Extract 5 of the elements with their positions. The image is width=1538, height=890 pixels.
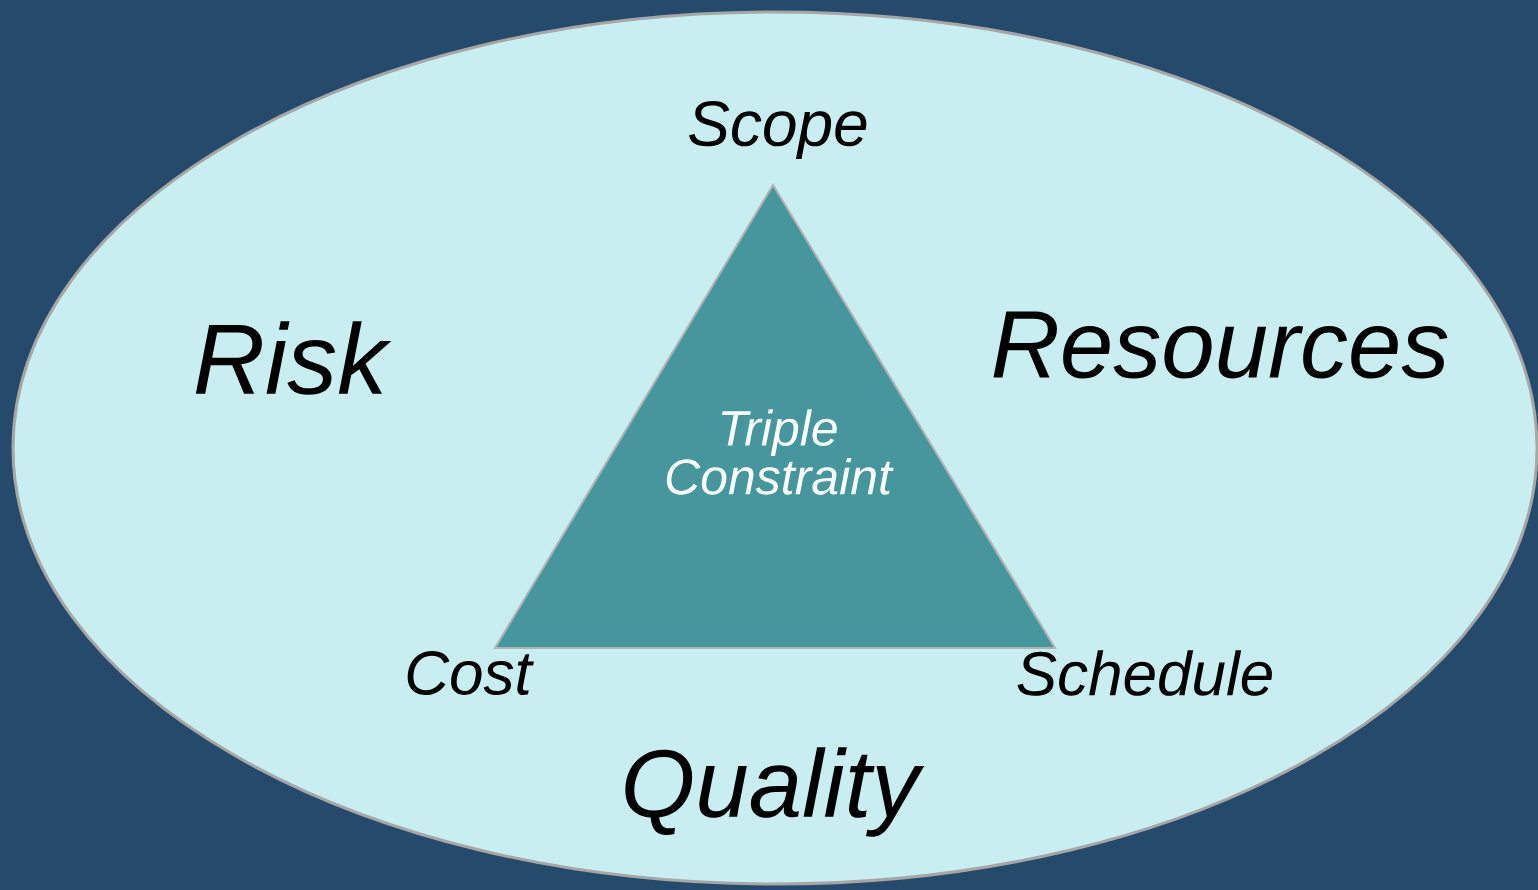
area-label: Risk bbox=[195, 321, 392, 395]
corner-label: Scope bbox=[689, 101, 867, 159]
area-label: Quality bbox=[625, 747, 925, 837]
corner-label: Schedule bbox=[1017, 650, 1272, 696]
corner-label: Cost bbox=[407, 651, 534, 695]
